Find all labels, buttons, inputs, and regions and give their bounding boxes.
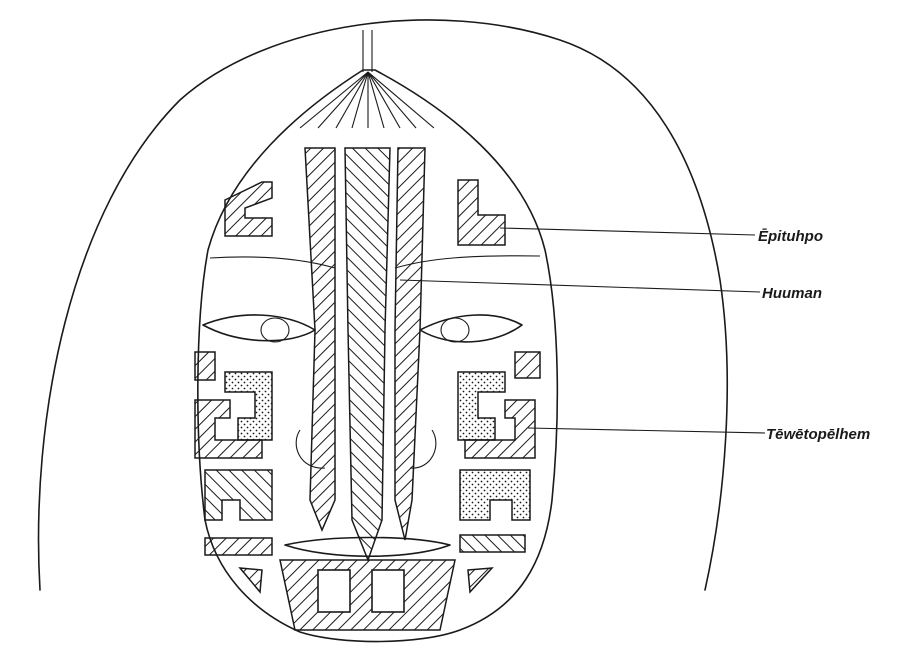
leader-lines — [400, 228, 765, 433]
label-epituhpo: Ēpituhpo — [758, 228, 823, 245]
chin-design — [240, 560, 492, 630]
forehead-rays — [300, 30, 434, 128]
right-cheek-pattern — [458, 352, 540, 552]
central-stripes — [305, 148, 425, 560]
label-tewetopelhem: Tēwētopēlhem — [766, 426, 870, 443]
label-huuman: Huuman — [762, 285, 822, 302]
